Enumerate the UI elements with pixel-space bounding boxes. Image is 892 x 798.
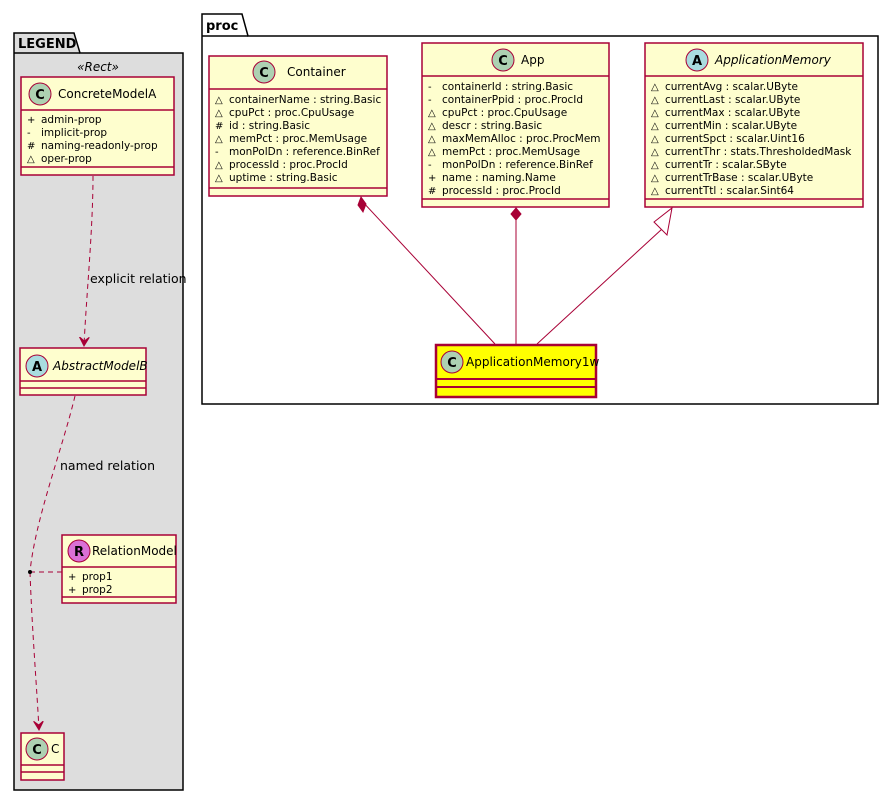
container-class[interactable]: C Container △ containerName : string.Bas… (208, 55, 388, 197)
legend-stereotype: «Rect» (77, 60, 119, 74)
visibility-icon: △ (428, 147, 436, 158)
class-type-r-icon: R (74, 545, 84, 560)
container-composition-line (357, 195, 496, 345)
named-relation-label: named relation (60, 458, 155, 473)
relation-model-name: RelationModel (92, 544, 177, 558)
visibility-public-icon: + (27, 115, 35, 126)
attribute: currentMax : scalar.UByte (665, 107, 800, 119)
visibility-icon: △ (428, 108, 436, 119)
app-composition-line (510, 207, 522, 344)
attribute: maxMemAlloc : proc.ProcMem (442, 133, 601, 145)
class-type-c-icon: C (259, 66, 269, 81)
c-class-name: C (51, 742, 59, 756)
visibility-private-icon: - (27, 128, 31, 139)
visibility-icon: △ (428, 134, 436, 145)
visibility-icon: △ (215, 95, 223, 106)
attribute: descr : string.Basic (442, 120, 542, 132)
visibility-icon: △ (651, 95, 659, 106)
visibility-icon: △ (651, 121, 659, 132)
attribute-prop1: prop1 (82, 571, 113, 583)
class-type-c-icon: C (32, 743, 42, 758)
visibility-icon: - (428, 160, 432, 171)
visibility-icon: △ (651, 173, 659, 184)
visibility-icon: △ (215, 134, 223, 145)
visibility-public-icon: + (68, 572, 76, 583)
attribute-implicit-prop: implicit-prop (41, 127, 107, 139)
attribute: currentSpct : scalar.Uint16 (665, 133, 805, 145)
visibility-icon: △ (215, 160, 223, 171)
inheritance-line (536, 206, 673, 345)
visibility-icon: # (215, 121, 223, 132)
concrete-model-a-class[interactable]: C ConcreteModelA + admin-prop - implicit… (20, 76, 175, 176)
attribute: processId : proc.ProcId (442, 185, 561, 197)
visibility-icon: - (215, 147, 219, 158)
attribute-admin-prop: admin-prop (41, 114, 102, 126)
named-relation-arrow: named relation (28, 395, 155, 730)
attribute-prop2: prop2 (82, 584, 113, 596)
class-type-c-icon: C (35, 88, 45, 103)
application-memory-1w-name: ApplicationMemory1w (466, 355, 599, 369)
class-type-a-icon: A (32, 360, 42, 375)
container-name: Container (287, 65, 346, 79)
attribute: name : naming.Name (442, 172, 556, 184)
app-class[interactable]: C App - containerId : string.Basic - con… (421, 42, 610, 208)
attribute: containerId : string.Basic (442, 81, 573, 93)
application-memory-name: ApplicationMemory (714, 53, 832, 67)
explicit-relation-arrow: explicit relation (84, 175, 187, 346)
attribute: monPolDn : reference.BinRef (229, 146, 380, 158)
attribute: currentLast : scalar.UByte (665, 94, 800, 106)
visibility-icon: △ (651, 82, 659, 93)
legend-title: LEGEND (18, 37, 77, 52)
attribute: memPct : proc.MemUsage (229, 133, 367, 145)
visibility-icon: - (428, 82, 432, 93)
application-memory-1w-class[interactable]: C ApplicationMemory1w (434, 343, 599, 399)
proc-title: proc (206, 19, 238, 34)
attribute: containerPpid : proc.ProcId (442, 94, 583, 106)
relation-model-class[interactable]: R RelationModel + prop1 + prop2 (61, 534, 177, 604)
visibility-protected-icon: # (27, 141, 35, 152)
attribute: containerName : string.Basic (229, 94, 381, 106)
attribute: currentTtl : scalar.Sint64 (665, 185, 794, 197)
attribute: processId : proc.ProcId (229, 159, 348, 171)
visibility-icon: + (428, 173, 436, 184)
visibility-icon: △ (215, 173, 223, 184)
abstract-model-b-name: AbstractModelB (52, 359, 148, 373)
visibility-icon: △ (651, 147, 659, 158)
attribute: currentAvg : scalar.UByte (665, 81, 798, 93)
attribute-naming-readonly-prop: naming-readonly-prop (41, 140, 158, 152)
visibility-icon: △ (651, 160, 659, 171)
attribute: currentTr : scalar.SByte (665, 159, 787, 171)
attribute: currentMin : scalar.UByte (665, 120, 797, 132)
explicit-relation-label: explicit relation (90, 271, 187, 286)
concrete-model-a-name: ConcreteModelA (58, 87, 157, 101)
c-class[interactable]: C C (20, 732, 65, 781)
attribute: cpuPct : proc.CpuUsage (229, 107, 354, 119)
visibility-icon: △ (215, 108, 223, 119)
attribute-oper-prop: oper-prop (41, 153, 92, 165)
attribute: id : string.Basic (229, 120, 310, 132)
visibility-icon: △ (651, 108, 659, 119)
attribute: currentThr : stats.ThresholdedMask (665, 146, 852, 158)
attribute: cpuPct : proc.CpuUsage (442, 107, 567, 119)
visibility-icon: △ (651, 134, 659, 145)
class-type-c-icon: C (447, 356, 457, 371)
visibility-icon: △ (428, 121, 436, 132)
abstract-model-b-class[interactable]: A AbstractModelB (19, 347, 148, 396)
attribute: monPolDn : reference.BinRef (442, 159, 593, 171)
app-name: App (521, 53, 544, 67)
visibility-icon: # (428, 186, 436, 197)
visibility-icon: △ (651, 186, 659, 197)
class-type-c-icon: C (498, 54, 508, 69)
visibility-public-icon: + (68, 585, 76, 596)
visibility-package-icon: △ (27, 154, 35, 165)
class-type-a-icon: A (692, 54, 702, 69)
attribute: currentTrBase : scalar.UByte (665, 172, 813, 184)
attribute: uptime : string.Basic (229, 172, 338, 184)
attribute: memPct : proc.MemUsage (442, 146, 580, 158)
visibility-icon: - (428, 95, 432, 106)
application-memory-class[interactable]: A ApplicationMemory △ currentAvg : scala… (644, 42, 864, 208)
